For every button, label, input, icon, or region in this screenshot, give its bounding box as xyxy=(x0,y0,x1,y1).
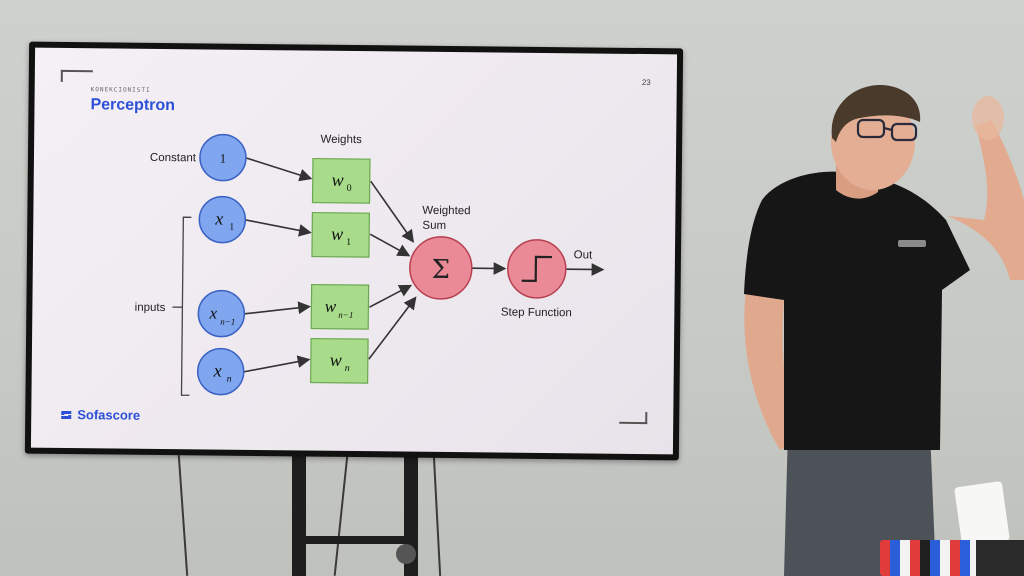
tv-monitor: KONEKCIONISTI Perceptron 23 xyxy=(24,41,684,461)
svg-text:n: n xyxy=(227,374,232,385)
arrow xyxy=(369,233,411,257)
svg-text:w: w xyxy=(325,297,337,316)
arrow xyxy=(369,284,413,308)
glasses-icon xyxy=(856,118,918,142)
svg-text:1: 1 xyxy=(346,237,351,248)
brand-name: Sofascore xyxy=(77,407,141,423)
presenter-arm-right xyxy=(948,120,1024,280)
tissue-box xyxy=(954,480,1010,548)
inputs-bracket xyxy=(180,216,192,396)
weights-label: Weights xyxy=(320,134,362,146)
pen-cup xyxy=(880,540,980,576)
tv-stand-crossbar xyxy=(300,536,410,544)
weighted-sum-label-line2: Sum xyxy=(422,220,446,232)
input-node-x1: x 1 xyxy=(198,195,247,244)
svg-text:w: w xyxy=(332,170,344,190)
svg-text:n−1: n−1 xyxy=(338,310,353,320)
shirt-logo xyxy=(898,240,926,247)
svg-text:1: 1 xyxy=(220,151,227,166)
arrow xyxy=(370,180,415,243)
inputs-label: inputs xyxy=(135,302,166,314)
weighted-sum-node: Σ xyxy=(409,236,473,300)
weight-box-wn-1: w n−1 xyxy=(310,283,370,330)
sofascore-logo: Sofascore xyxy=(59,407,140,423)
weight-box-w0: w 0 xyxy=(311,157,371,204)
tv-stand-leg xyxy=(292,445,306,576)
svg-text:1: 1 xyxy=(229,222,234,233)
tv-stand-knob xyxy=(396,544,416,564)
presenter-hand-blurred xyxy=(972,96,1004,140)
svg-text:x: x xyxy=(213,361,222,381)
svg-text:n: n xyxy=(345,363,350,374)
step-function-node xyxy=(507,239,567,299)
svg-text:x: x xyxy=(208,303,217,322)
input-node-xn: x n xyxy=(196,347,245,396)
perceptron-diagram: 1 x 1 x n−1 x n w 0 xyxy=(135,133,605,396)
weight-box-w1: w 1 xyxy=(311,211,371,258)
weight-box-wn: w n xyxy=(310,337,369,384)
step-function-label: Step Function xyxy=(501,307,572,320)
input-node-xn-1: x n−1 xyxy=(197,289,246,338)
svg-text:Σ: Σ xyxy=(431,255,450,285)
presenter-trousers xyxy=(784,430,936,576)
presenter-hair xyxy=(831,85,921,142)
sofascore-logo-icon xyxy=(61,410,72,419)
presentation-slide: KONEKCIONISTI Perceptron 23 xyxy=(30,47,678,455)
svg-text:n−1: n−1 xyxy=(220,317,235,327)
svg-text:x: x xyxy=(214,209,223,229)
svg-text:0: 0 xyxy=(347,183,352,194)
svg-text:w: w xyxy=(330,350,342,370)
arrow xyxy=(245,219,312,237)
presenter xyxy=(744,85,1024,576)
table-edge xyxy=(976,540,1024,576)
input-node-constant: 1 xyxy=(199,133,247,182)
arrow xyxy=(244,301,312,315)
constant-label: Constant xyxy=(150,152,197,164)
svg-text:w: w xyxy=(331,224,343,244)
arrow xyxy=(245,157,313,182)
arrow xyxy=(368,296,417,360)
weighted-sum-label: Weighted xyxy=(422,205,471,218)
step-icon xyxy=(521,255,552,283)
out-label: Out xyxy=(574,249,593,261)
arrow xyxy=(243,355,311,373)
